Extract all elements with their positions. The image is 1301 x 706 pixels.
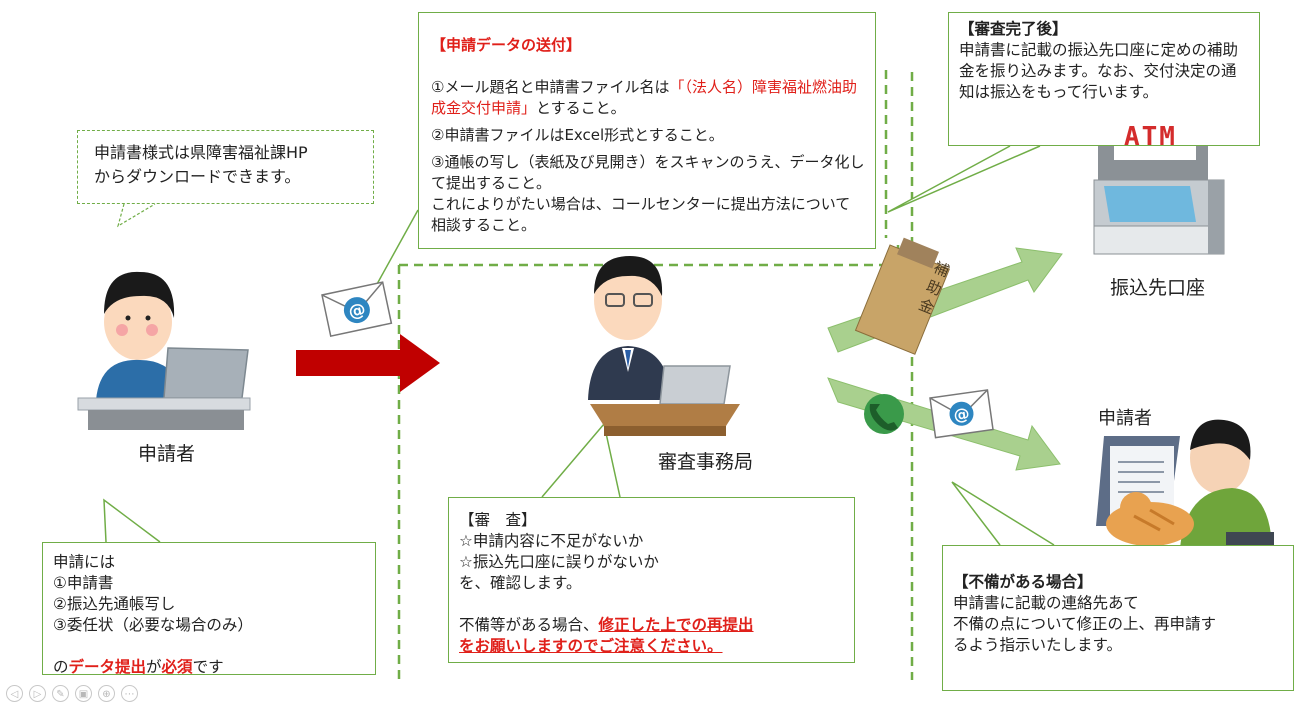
after-review-body: 申請書に記載の振込先口座に定めの補助金を振り込みます。なお、交付決定の通知は振込… (959, 41, 1239, 101)
review-line-4: 不備等がある場合、修正した上での再提出 (459, 594, 844, 636)
review-line-5: をお願いしますのでご注意ください。 (459, 637, 723, 655)
data-submission-highlight: データ提出 (68, 658, 147, 676)
applicant-note-line-2: からダウンロードできます。 (94, 167, 301, 186)
send-point-1-suffix: とすること。 (536, 99, 626, 117)
defect-line-1: 申請書に記載の連絡先あて (953, 594, 1139, 612)
office-label: 審査事務局 (658, 451, 754, 473)
requirements-tail (103, 498, 161, 543)
applicant-illustration (77, 271, 251, 430)
pen-icon[interactable]: ✎ (52, 685, 69, 702)
requirements-line-3: ②振込先通帳写し (53, 595, 176, 613)
more-icon[interactable]: ⋯ (121, 685, 138, 702)
phone-icon (864, 394, 904, 434)
slides-icon[interactable]: ▣ (75, 685, 92, 702)
after-tail (887, 145, 1041, 213)
send-point-1-highlight: 「（法人名）障害福祉燃油助成金交付申請」 (431, 78, 857, 117)
after-review-title: 【審査完了後】 (959, 20, 1068, 38)
review-line-1: ☆申請内容に不足がないか (459, 532, 644, 550)
send-point-4: これによりがたい場合は、コールセンターに提出方法について相談すること。 (431, 195, 851, 234)
defect-box: 【不備がある場合】 申請書に記載の連絡先あて 不備の点について修正の上、再申請す… (942, 545, 1294, 691)
email-envelope-icon: @ (321, 281, 393, 337)
send-point-1: ①メール題名と申請書ファイル名は「（法人名）障害福祉燃油助成金交付申請」とするこ… (431, 56, 865, 119)
send-point-2: ②申請書ファイルはExcel形式とすること。 (431, 126, 724, 144)
requirements-line-2: ①申請書 (53, 574, 114, 592)
notice-envelope-icon: @ (929, 389, 994, 439)
review-line-4-prefix: 不備等がある場合、 (459, 616, 599, 634)
applicant2-label: 申請者 (1098, 408, 1152, 429)
requirements-line-1: 申請には (53, 553, 116, 571)
review-line-3: を、確認します。 (459, 574, 582, 592)
previous-icon[interactable]: ◁ (6, 685, 23, 702)
applicant-note-line-1: 申請書様式は県障害福祉課HP (94, 143, 308, 162)
resubmit-highlight: 修正した上での再提出 (598, 616, 754, 634)
send-point-1-prefix: ①メール題名と申請書ファイル名は (431, 78, 670, 96)
submit-arrow (296, 334, 440, 392)
requirements-line-4: ③委任状（必要な場合のみ） (53, 616, 253, 634)
zoom-icon[interactable]: ⊕ (98, 685, 115, 702)
applicant-label: 申請者 (138, 443, 196, 465)
review-box: 【審 査】 ☆申請内容に不足がないか ☆振込先口座に誤りがないか を、確認します… (448, 497, 855, 663)
requirements-line-5-mid: が (146, 658, 162, 676)
review-title: 【審 査】 (459, 511, 537, 529)
applicant2-illustration (1096, 419, 1274, 548)
requirements-line-5-prefix: の (53, 658, 69, 676)
defect-tail (951, 481, 1055, 546)
send-title: 【申請データの送付】 (431, 36, 582, 54)
send-point-3: ③通帳の写し（表紙及び見開き）をスキャンのうえ、データ化して提出すること。 (431, 153, 865, 192)
office-illustration (588, 256, 740, 436)
after-review-box: 【審査完了後】 申請書に記載の振込先口座に定めの補助金を振り込みます。なお、交付… (948, 12, 1260, 146)
svg-text:@: @ (952, 404, 970, 425)
atm-label: ATM (1124, 122, 1177, 152)
review-line-2: ☆振込先口座に誤りがないか (459, 553, 659, 571)
defect-title: 【不備がある場合】 (953, 573, 1093, 591)
svg-text:@: @ (347, 300, 368, 323)
defect-line-3: るよう指示いたします。 (953, 636, 1122, 654)
subsidy-envelope (854, 237, 950, 355)
bank-account-label: 振込先口座 (1110, 277, 1206, 299)
defect-line-2: 不備の点について修正の上、再申請す (953, 615, 1217, 633)
applicant-note-box: 申請書様式は県障害福祉課HP からダウンロードできます。 (77, 130, 374, 204)
requirements-line-5: のデータ提出が必須です (53, 636, 365, 678)
applicant-note-tail (117, 203, 156, 228)
requirements-line-5-suffix: です (192, 658, 224, 676)
send-box: 【申請データの送付】 ①メール題名と申請書ファイル名は「（法人名）障害福祉燃油助… (418, 12, 876, 249)
requirements-box: 申請には ①申請書 ②振込先通帳写し ③委任状（必要な場合のみ） のデータ提出が… (42, 542, 376, 678)
next-icon[interactable]: ▷ (29, 685, 46, 702)
required-highlight: 必須 (161, 658, 193, 676)
